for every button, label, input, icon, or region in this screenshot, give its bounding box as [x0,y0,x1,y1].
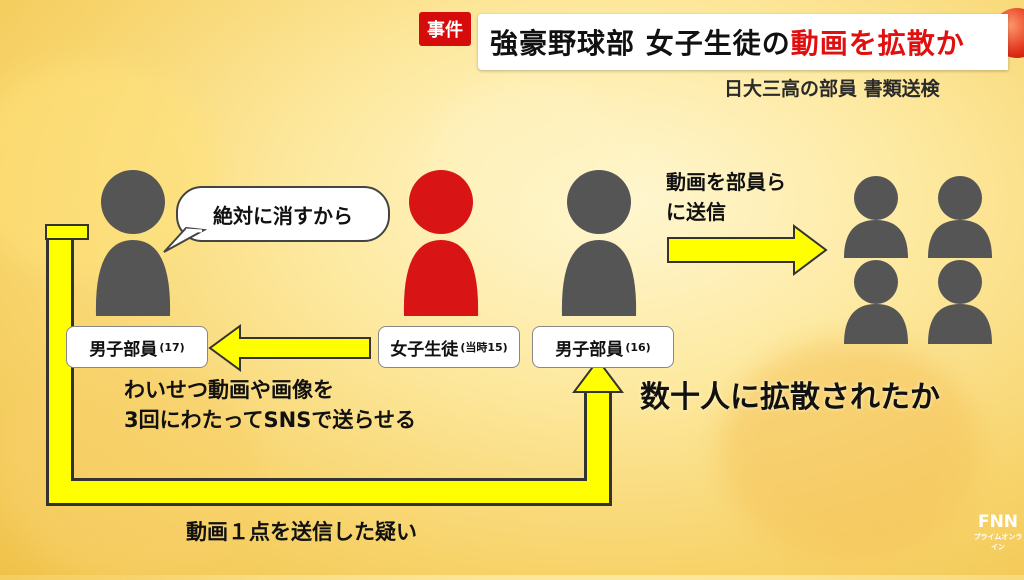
send-note-line2: に送信 [666,200,726,224]
loop-arrow-start [45,224,89,240]
speech-bubble: 絶対に消すから [176,186,390,242]
bottom-note: 動画１点を送信した疑い [186,520,417,544]
recipient-figure [844,260,908,344]
recipient-group [840,170,1000,346]
speech-text: 絶対に消すから [213,203,353,228]
background-blob [0,360,260,580]
headline: 強豪野球部 女子生徒の動画を拡散か [490,22,965,62]
girl-label: 女子生徒(当時15) [378,326,520,368]
background-blob [0,60,220,280]
coerce-note-line2: 3回にわたってSNSで送らせる [124,408,416,432]
fnn-logo: FNN プライムオンライン [973,512,1023,551]
girl-figure [398,168,484,318]
girl-to-boy17-arrow [208,324,371,372]
boy16-to-group-arrow [667,224,828,276]
headline-highlight: 動画を拡散か [790,27,965,60]
boy17-figure [90,168,176,318]
category-tag: 事件 [419,12,471,46]
spread-note: 数十人に拡散されたか [640,380,940,415]
headline-main: 強豪野球部 女子生徒の [490,27,791,60]
coerce-note-line1: わいせつ動画や画像を [124,378,334,402]
boy16-label: 男子部員(16) [532,326,674,368]
boy16-figure [556,168,642,318]
recipient-figure [928,260,992,344]
boy17-label: 男子部員(17) [66,326,208,368]
background-blob [720,340,980,560]
send-note-line1: 動画を部員ら [666,170,786,194]
loop-arrow-head [572,358,624,393]
recipient-figure [928,176,992,258]
headline-banner [478,14,1008,70]
subheadline: 日大三高の部員 書類送検 [724,78,940,100]
recipient-figure [844,176,908,258]
loop-arrow-fill [49,225,609,503]
speech-bubble-tail [163,226,208,253]
